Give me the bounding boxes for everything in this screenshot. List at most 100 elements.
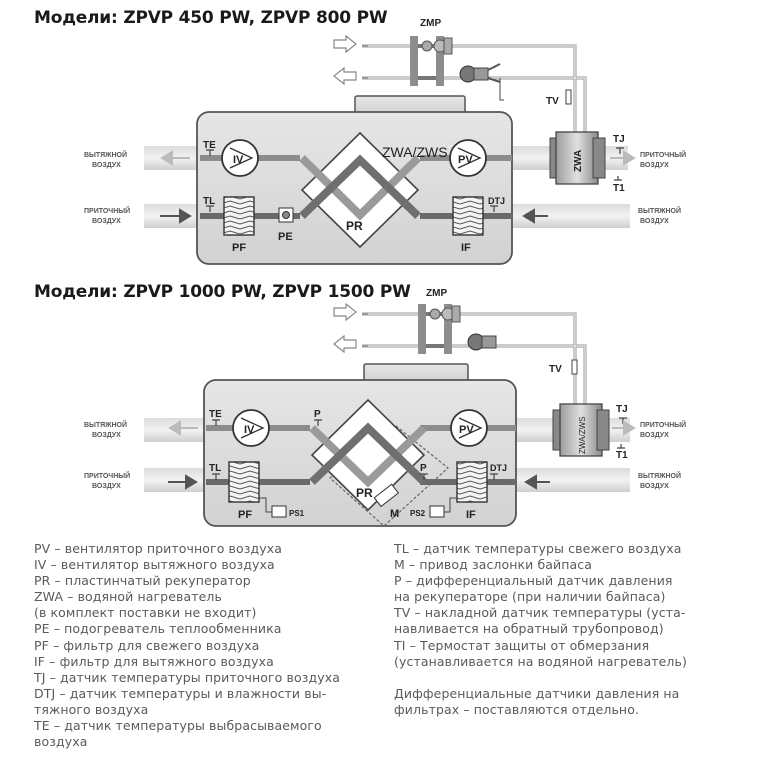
exhaust-air-left-line2-bottom: ВОЗДУХ	[92, 432, 121, 439]
legend-item: TL – датчик температуры свежего воздуха	[394, 541, 682, 556]
exhaust-air-filter-if	[452, 196, 484, 236]
if-label-bottom: IF	[466, 509, 476, 521]
tv-label-bottom: TV	[549, 364, 562, 375]
legend-item: фильтрах – поставляются отдельно.	[394, 701, 640, 717]
pr-label-bottom: PR	[356, 486, 373, 500]
p-label-right: P	[420, 463, 427, 474]
pv-label-bottom: PV	[459, 424, 474, 436]
exhaust-air-filter-if-bottom	[456, 461, 488, 503]
exhaust-out-arrow-icon	[160, 150, 190, 166]
p-label-left: P	[314, 409, 321, 420]
water-return-arrow-icon	[333, 66, 357, 86]
legend-item: PV – вентилятор приточного воздуха	[34, 541, 282, 556]
fresh-air-filter-pf-bottom	[228, 461, 260, 503]
exhaust-air-left-line1: ВЫТЯЖНОЙ	[84, 150, 127, 159]
supply-air-right-line2: ВОЗДУХ	[640, 162, 669, 169]
legend-item	[394, 670, 687, 686]
mixing-unit-zmp-bottom	[418, 304, 497, 354]
legend-item: IF – фильтр для вытяжного воздуха	[34, 653, 274, 669]
exhaust-air-left-line2: ВОЗДУХ	[92, 162, 121, 169]
ps2-label: PS2	[410, 509, 426, 518]
supply-air-left-line1: ПРИТОЧНЫЙ	[84, 206, 130, 215]
legend-item: TJ – датчик температуры приточного возду…	[34, 669, 340, 685]
t1-label-bottom: T1	[616, 450, 628, 461]
pv-label: PV	[458, 154, 473, 166]
iv-label: IV	[233, 154, 244, 166]
tv-label: TV	[546, 96, 559, 107]
exhaust-air-right-line1-bottom: ВЫТЯЖНОЙ	[638, 471, 681, 480]
pf-label-bottom: PF	[238, 509, 252, 521]
tv-sensor-icon-bottom	[571, 359, 578, 375]
zwa-label: ZWA	[573, 150, 584, 172]
supply-air-right-line1-bottom: ПРИТОЧНЫЙ	[640, 420, 686, 429]
pf-label: PF	[232, 242, 246, 254]
legend-item: DTJ – датчик температуры и влажности вы-	[34, 685, 327, 701]
diagram-title-top: Модели: ZPVP 450 PW, ZPVP 800 PW	[34, 8, 388, 28]
t1-label: T1	[613, 183, 625, 194]
supply-out-arrow-icon-bottom	[612, 420, 636, 436]
dtj-label-bottom: DTJ	[490, 463, 507, 473]
tj-label: TJ	[613, 134, 625, 145]
exhaust-fan-iv-icon	[221, 139, 259, 177]
exhaust-in-arrow-icon-bottom	[524, 474, 550, 490]
legend-item: на рекуператоре (при наличии байпаса)	[394, 589, 666, 605]
legend-item: PE – подогреватель теплообменника	[34, 621, 282, 637]
sensor-markers	[206, 147, 624, 212]
schematic-top: ZMP TV PR IV PV ZWA/ZWS PF IF P	[84, 18, 686, 265]
exhaust-air-right-line2-bottom: ВОЗДУХ	[640, 483, 669, 490]
legend-item: M – привод заслонки байпаса	[394, 557, 593, 573]
water-return-arrow-icon-bottom	[333, 334, 357, 354]
exhaust-air-right-line2: ВОЗДУХ	[640, 218, 669, 225]
sensor-markers-bottom	[212, 417, 627, 480]
fresh-in-arrow-icon-bottom	[168, 474, 198, 490]
legend-item: TI – Термостат защиты от обмерзания	[394, 637, 650, 653]
te-label: TE	[203, 140, 216, 151]
plate-recuperator-pr-bottom	[309, 398, 427, 512]
supply-fan-pv-icon	[449, 139, 487, 177]
legend-item: воздуха	[34, 734, 88, 750]
legend-item: PF – фильтр для свежего воздуха	[34, 637, 260, 653]
supply-fan-pv-icon-bottom	[450, 409, 488, 447]
tl-label: TL	[203, 196, 215, 207]
supply-air-right-line1: ПРИТОЧНЫЙ	[640, 150, 686, 159]
supply-air-left-line2: ВОЗДУХ	[92, 218, 121, 225]
bypass-actuator-m-icon	[373, 483, 400, 508]
legend-item: Дифференциальные датчики давления на	[394, 685, 680, 701]
supply-out-arrow-icon	[610, 150, 636, 166]
water-supply-arrow-icon	[333, 34, 357, 54]
legend-item: (устанавливается на водяной нагреватель)	[394, 653, 687, 669]
fresh-in-arrow-icon	[160, 208, 192, 224]
ps1-label: PS1	[289, 509, 305, 518]
legend-item: P – дифференциальный датчик давления	[394, 573, 673, 589]
mixing-unit-zmp	[410, 36, 501, 86]
legend-item: TE – датчик температуры выбрасываемого	[34, 718, 322, 734]
schematic-bottom: ZMP TV PR M IV PV PF IF PS1 PS2	[84, 288, 686, 527]
exhaust-air-left-line1-bottom: ВЫТЯЖНОЙ	[84, 420, 127, 429]
tv-sensor-icon	[565, 89, 572, 105]
exhaust-out-arrow-icon-bottom	[168, 420, 198, 436]
legend-right: TL – датчик температуры свежего воздуха …	[394, 541, 687, 718]
if-label: IF	[461, 242, 471, 254]
pressure-switch-ps2-icon	[429, 505, 445, 518]
legend-item: IV – вентилятор вытяжного воздуха	[34, 557, 275, 573]
exhaust-air-right-line1: ВЫТЯЖНОЙ	[638, 206, 681, 215]
pressure-switch-ps1-icon	[271, 505, 287, 518]
zwa-zws-overlay-label: ZWA/ZWS	[382, 144, 448, 160]
legend-item: навливается на обратный трубопровод)	[394, 621, 664, 637]
legend-left: PV – вентилятор приточного воздуха IV – …	[34, 541, 340, 750]
te-label-bottom: TE	[209, 409, 222, 420]
exhaust-in-arrow-icon	[522, 208, 548, 224]
supply-air-left-line2-bottom: ВОЗДУХ	[92, 483, 121, 490]
diagram-title-bottom: Модели: ZPVP 1000 PW, ZPVP 1500 PW	[34, 282, 411, 302]
legend-item: TV – накладной датчик температуры (уста-	[394, 605, 686, 621]
pr-label: PR	[346, 219, 363, 233]
preheater-pe-icon	[278, 207, 294, 223]
zwa-zws-label: ZWA/ZWS	[578, 417, 587, 454]
water-supply-arrow-icon-bottom	[333, 302, 357, 322]
supply-air-left-line1-bottom: ПРИТОЧНЫЙ	[84, 471, 130, 480]
zmp-label: ZMP	[420, 18, 441, 29]
water-heater-zwa-zws	[552, 403, 610, 457]
pe-label: PE	[278, 231, 293, 243]
legend-item: ZWA – водяной нагреватель	[34, 589, 222, 605]
dtj-label: DTJ	[488, 196, 505, 206]
